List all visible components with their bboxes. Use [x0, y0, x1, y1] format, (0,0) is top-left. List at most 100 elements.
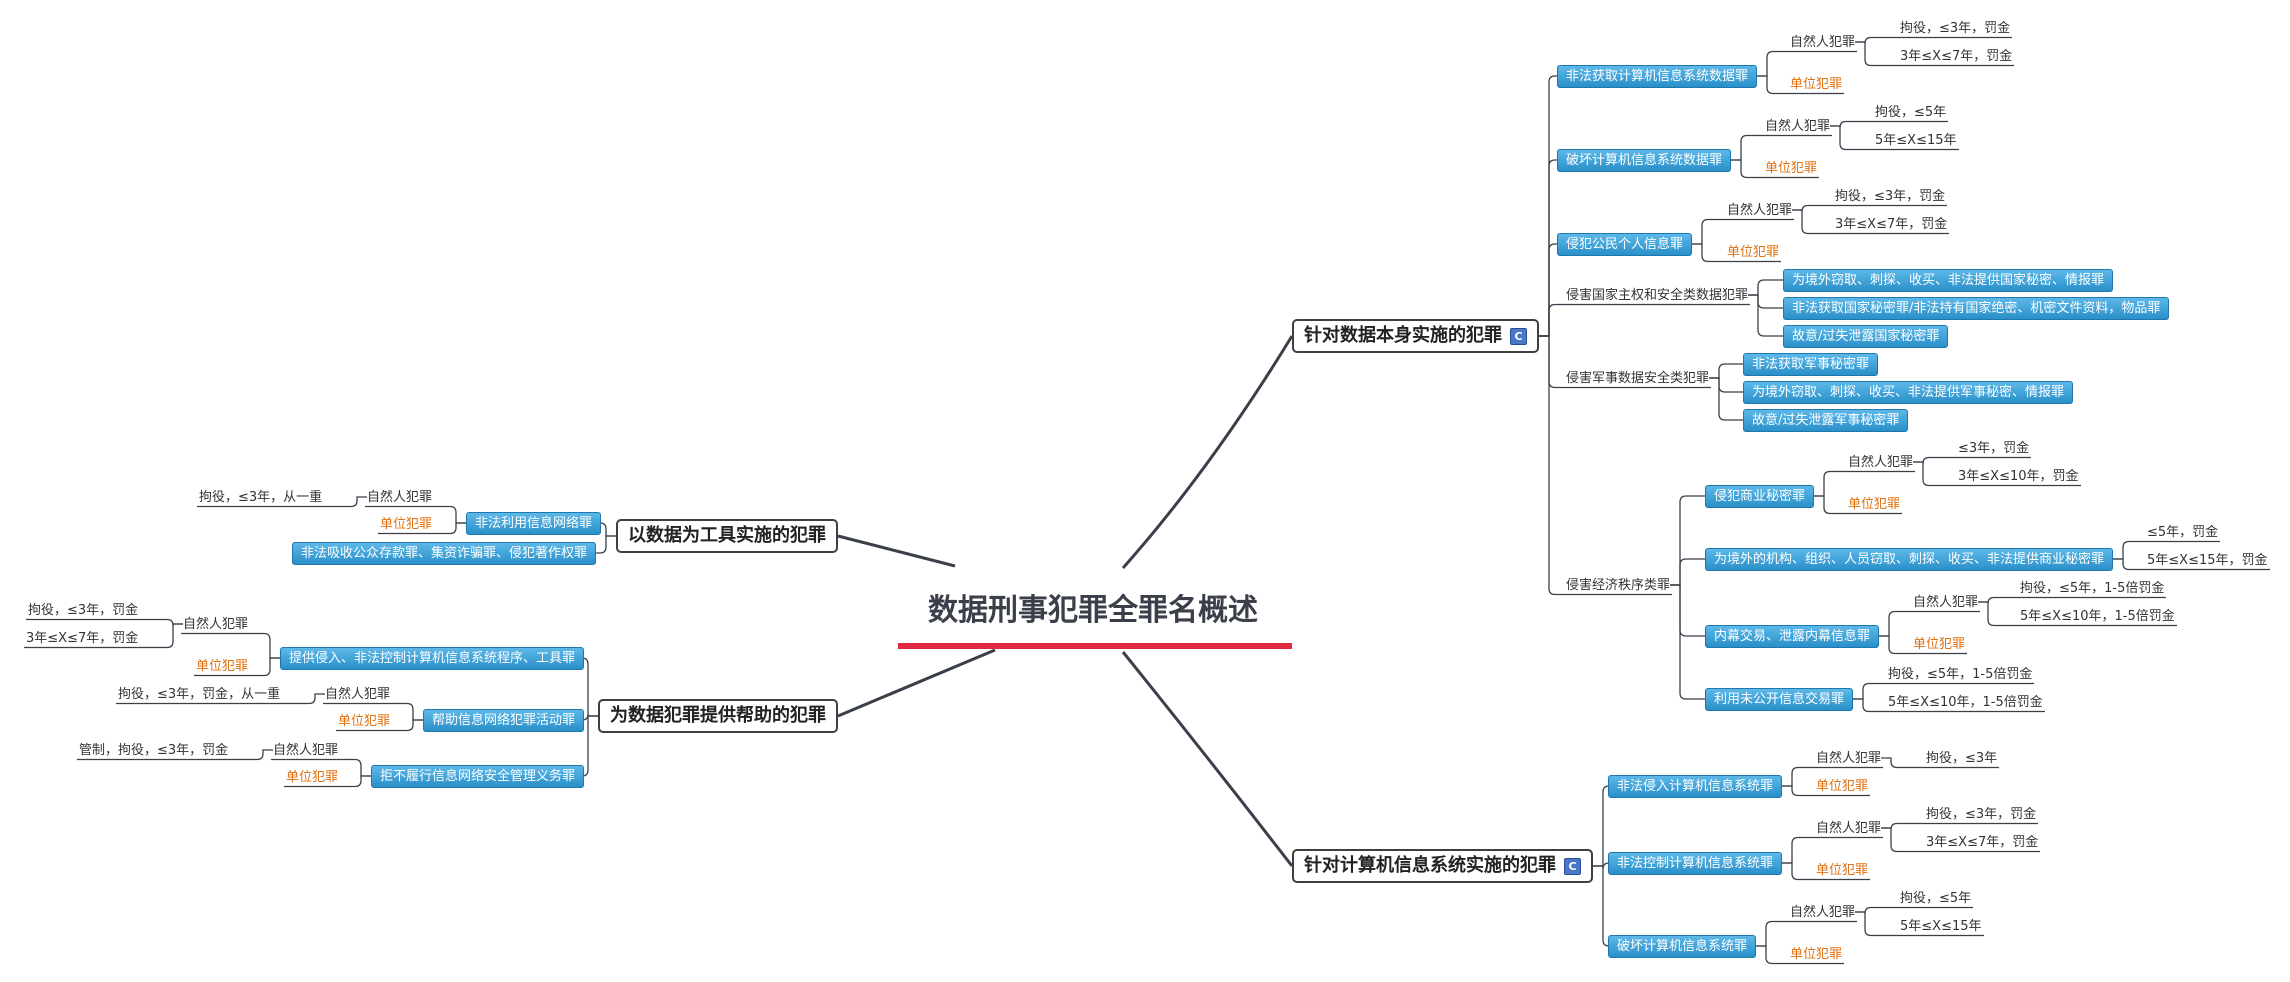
topic-penalty[interactable]: ≤5年，罚金: [2147, 524, 2219, 540]
topic-assisting-network-crime[interactable]: 帮助信息网络犯罪活动罪: [423, 708, 585, 732]
topic-penalty[interactable]: 拘役，≤3年，罚金: [1926, 806, 2037, 822]
topic-state-security-data[interactable]: 侵害国家主权和安全类数据犯罪: [1566, 287, 1749, 303]
topic-penalty[interactable]: 拘役，≤3年，罚金: [28, 602, 139, 618]
topic-penalty[interactable]: 拘役，≤3年，罚金: [1835, 188, 1946, 204]
topic-data-destruction[interactable]: 破坏计算机信息系统数据罪: [1557, 148, 1732, 172]
topic-penalty[interactable]: 3年≤X≤7年，罚金: [1926, 834, 2039, 850]
topic-natural-person-crime[interactable]: 自然人犯罪: [1727, 202, 1793, 218]
connector-sub-branch: [1853, 698, 2045, 713]
connector-sub-branch: [1709, 377, 1743, 393]
topic-penalty[interactable]: 3年≤X≤10年，罚金: [1958, 468, 2079, 484]
connector-sub-branch: [1881, 757, 1999, 769]
topic-natural-person-crime[interactable]: 自然人犯罪: [1790, 34, 1856, 50]
connector-sub-branch: [581, 713, 598, 721]
connector-main-branch: [837, 534, 956, 568]
topic-natural-person-crime[interactable]: 自然人犯罪: [1765, 118, 1831, 134]
topic-fundraising-fraud-copyright[interactable]: 非法吸收公众存款罪、集资诈骗罪、侵犯著作权罪: [292, 541, 597, 565]
connector-sub-branch: [1670, 558, 1705, 586]
topic-unit-crime[interactable]: 单位犯罪: [380, 516, 433, 532]
connector-sub-branch: [24, 623, 183, 649]
topic-natural-person-crime[interactable]: 自然人犯罪: [1816, 820, 1882, 836]
topic-illegal-intrusion[interactable]: 非法侵入计算机信息系统罪: [1608, 774, 1783, 798]
central-topic[interactable]: 数据刑事犯罪全罪名概述: [928, 593, 1258, 628]
topic-penalty[interactable]: 5年≤X≤10年，1-5倍罚金: [2020, 608, 2175, 624]
branch-assisting-data-crimes[interactable]: 为数据犯罪提供帮助的犯罪: [598, 699, 838, 733]
topic-insider-trading[interactable]: 内幕交易、泄露内幕信息罪: [1705, 624, 1880, 648]
connector-sub-branch: [1853, 682, 2034, 700]
topic-state-secret-leak[interactable]: 故意/过失泄露国家秘密罪: [1783, 324, 1949, 348]
topic-unit-crime[interactable]: 单位犯罪: [1765, 160, 1818, 176]
topic-natural-person-crime[interactable]: 自然人犯罪: [1913, 594, 1979, 610]
topic-providing-intrusion-tools[interactable]: 提供侵入、非法控制计算机信息系统程序、工具罪: [280, 646, 585, 670]
connector-sub-branch: [1782, 766, 1883, 787]
topic-natural-person-crime[interactable]: 自然人犯罪: [325, 686, 391, 702]
topic-foreign-trade-secret[interactable]: 为境外的机构、组织、人员窃取、刺探、收买、非法提供商业秘密罪: [1705, 547, 2114, 571]
topic-economic-order[interactable]: 侵害经济秩序类罪: [1566, 577, 1671, 593]
branch-data-as-tool-crimes[interactable]: 以数据为工具实施的犯罪: [616, 519, 838, 553]
topic-system-destruction[interactable]: 破坏计算机信息系统罪: [1608, 934, 1757, 958]
topic-illegal-data-acquisition[interactable]: 非法获取计算机信息系统数据罪: [1557, 64, 1758, 88]
topic-natural-person-crime[interactable]: 自然人犯罪: [1790, 904, 1856, 920]
topic-illegal-network-use[interactable]: 非法利用信息网络罪: [466, 511, 602, 535]
topic-penalty[interactable]: 5年≤X≤15年: [1875, 132, 1957, 148]
topic-unit-crime[interactable]: 单位犯罪: [1816, 862, 1869, 878]
topic-penalty[interactable]: 拘役，≤5年: [1875, 104, 1947, 120]
topic-military-secret-espionage[interactable]: 为境外窃取、刺探、收买、非法提供军事秘密、情报罪: [1743, 380, 2074, 404]
topic-trade-secret-infringement[interactable]: 侵犯商业秘密罪: [1705, 484, 1815, 508]
topic-illegal-control[interactable]: 非法控制计算机信息系统罪: [1608, 851, 1783, 875]
connector-sub-branch: [1670, 495, 1705, 586]
c-note-icon[interactable]: C: [1510, 328, 1527, 345]
topic-military-data[interactable]: 侵害军事数据安全类犯罪: [1566, 370, 1710, 386]
topic-penalty[interactable]: 5年≤X≤15年: [1900, 918, 1982, 934]
topic-penalty[interactable]: 5年≤X≤10年，1-5倍罚金: [1888, 694, 2043, 710]
topic-unit-crime[interactable]: 单位犯罪: [1790, 76, 1843, 92]
topic-penalty[interactable]: 5年≤X≤15年，罚金: [2147, 552, 2268, 568]
connector-sub-branch: [581, 715, 598, 777]
topic-penalty[interactable]: 拘役，≤5年: [1900, 890, 1972, 906]
topic-unit-crime[interactable]: 单位犯罪: [1848, 496, 1901, 512]
topic-natural-person-crime[interactable]: 自然人犯罪: [367, 489, 433, 505]
topic-penalty[interactable]: 3年≤X≤7年，罚金: [1835, 216, 1948, 232]
topic-state-secret-acquisition[interactable]: 非法获取国家秘密罪/非法持有国家绝密、机密文件资料，物品罪: [1783, 296, 2170, 320]
topic-military-secret-acquisition[interactable]: 非法获取军事秘密罪: [1743, 352, 1879, 376]
topic-penalty[interactable]: 3年≤X≤7年，罚金: [1900, 48, 2013, 64]
connector-sub-branch: [1731, 159, 1819, 179]
topic-undisclosed-info-trading[interactable]: 利用未公开信息交易罪: [1705, 687, 1854, 711]
connector-sub-branch: [1978, 596, 2166, 604]
topic-penalty[interactable]: 拘役，≤3年，从一重: [199, 489, 323, 505]
topic-penalty[interactable]: 拘役，≤3年，罚金，从一重: [118, 686, 281, 702]
connector-sub-branch: [599, 522, 616, 537]
topic-unit-crime[interactable]: 单位犯罪: [1913, 636, 1966, 652]
c-note-icon[interactable]: C: [1564, 858, 1581, 875]
topic-penalty[interactable]: 3年≤X≤7年，罚金: [26, 630, 139, 646]
topic-unit-crime[interactable]: 单位犯罪: [338, 713, 391, 729]
topic-penalty[interactable]: ≤3年，罚金: [1958, 440, 2030, 456]
connector-sub-branch: [1855, 906, 1973, 914]
topic-unit-crime[interactable]: 单位犯罪: [1727, 244, 1780, 260]
topic-refusing-security-duty[interactable]: 拒不履行信息网络安全管理义务罪: [371, 764, 585, 788]
connector-sub-branch: [365, 505, 466, 524]
topic-state-secret-espionage[interactable]: 为境外窃取、刺探、收买、非法提供国家秘密、情报罪: [1783, 268, 2114, 292]
topic-natural-person-crime[interactable]: 自然人犯罪: [1848, 454, 1914, 470]
topic-natural-person-crime[interactable]: 自然人犯罪: [273, 742, 339, 758]
topic-penalty[interactable]: 拘役，≤5年，1-5倍罚金: [2020, 580, 2165, 596]
topic-penalty[interactable]: 拘役，≤3年，罚金: [1900, 20, 2011, 36]
connector-sub-branch: [271, 758, 371, 777]
topic-penalty[interactable]: 管制，拘役，≤3年，罚金: [79, 742, 229, 758]
topic-natural-person-crime[interactable]: 自然人犯罪: [1816, 750, 1882, 766]
topic-personal-info-infringement[interactable]: 侵犯公民个人信息罪: [1557, 232, 1693, 256]
connector-sub-branch: [1539, 335, 1672, 596]
topic-penalty[interactable]: 拘役，≤3年: [1926, 750, 1998, 766]
topic-unit-crime[interactable]: 单位犯罪: [1790, 946, 1843, 962]
topic-natural-person-crime[interactable]: 自然人犯罪: [183, 616, 249, 632]
topic-penalty[interactable]: 拘役，≤5年，1-5倍罚金: [1888, 666, 2033, 682]
topic-military-secret-leak[interactable]: 故意/过失泄露军事秘密罪: [1743, 408, 1909, 432]
connector-sub-branch: [1913, 461, 2081, 487]
connector-sub-branch: [1593, 785, 1610, 867]
topic-unit-crime[interactable]: 单位犯罪: [1816, 778, 1869, 794]
topic-unit-crime[interactable]: 单位犯罪: [286, 769, 339, 785]
topic-unit-crime[interactable]: 单位犯罪: [196, 658, 249, 674]
